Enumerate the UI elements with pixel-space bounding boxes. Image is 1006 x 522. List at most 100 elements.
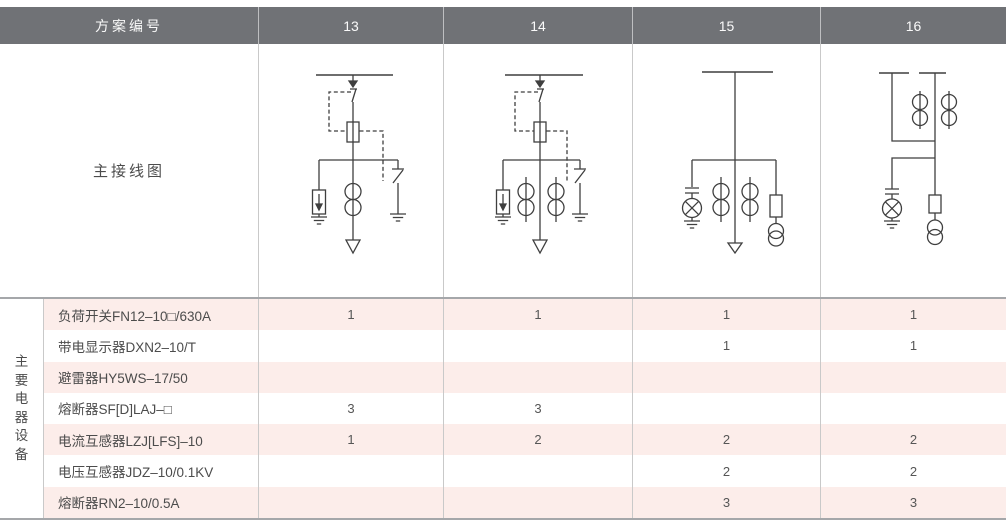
equipment-name: 熔断器RN2–10/0.5A [58, 496, 180, 512]
quantity-cell: 3 [820, 486, 1006, 518]
quantity-cell [820, 361, 1006, 393]
quantity-cell [443, 455, 632, 487]
load-switch-blade [350, 88, 357, 103]
disconnect-arrow-icon [347, 80, 359, 89]
current-transformer [517, 198, 535, 217]
current-transformer [712, 198, 730, 217]
quantity-cell: 2 [820, 424, 1006, 456]
quantity-cell: 1 [632, 330, 820, 362]
quantity-cell: 3 [258, 392, 443, 425]
equipment-name: 电流互感器LZJ[LFS]–10 [58, 433, 203, 449]
outgoing-feeder-arrow [726, 242, 744, 255]
equipment-group-label: 主要电器设备 [0, 299, 44, 518]
fuse-box [533, 121, 547, 143]
quantity-cell: 1 [443, 299, 632, 331]
table-row: 电压互感器JDZ–10/0.1KV 2 2 [44, 455, 1006, 487]
main-wiring-diagram-label: 主接线图 [92, 163, 165, 180]
quantity-cell: 1 [820, 330, 1006, 362]
quantity-cell: 2 [632, 424, 820, 456]
diagram-cell-14 [443, 44, 632, 297]
table-row: 负荷开关FN12–10□/630A 1 1 1 1 [44, 299, 1006, 331]
quantity-cell: 2 [820, 455, 1006, 487]
lamp-cross-icon [884, 201, 900, 216]
quantity-cell: 2 [443, 424, 632, 456]
quantity-cell [632, 361, 820, 393]
quantity-cell: 1 [258, 299, 443, 331]
equipment-name: 负荷开关FN12–10□/630A [58, 308, 211, 324]
current-transformer [547, 198, 565, 217]
ground-symbol [390, 213, 406, 222]
diagram-cell-15 [632, 44, 820, 297]
quantity-cell [258, 330, 443, 362]
header-col-13: 13 [258, 7, 443, 44]
fuse-box [346, 121, 360, 143]
main-wiring-diagram-row: 主接线图 [0, 44, 1006, 297]
quantity-cell [443, 361, 632, 393]
table-row: 避雷器HY5WS–17/50 [44, 361, 1006, 393]
equipment-name: 避雷器HY5WS–17/50 [58, 371, 188, 387]
single-line-diagram-16 [879, 72, 958, 246]
header-col-14: 14 [443, 7, 632, 44]
earthing-switch [392, 160, 404, 214]
current-transformer [911, 109, 929, 127]
diagram-cell-13 [258, 44, 443, 297]
ground-symbol [684, 220, 700, 229]
earthing-switch [574, 160, 586, 214]
diagram-cell-16 [820, 44, 1006, 297]
interlock-dashed-link [328, 91, 384, 181]
header-scheme-number-label: 方案编号 [95, 17, 163, 34]
table-row: 带电显示器DXN2–10/T 1 1 [44, 330, 1006, 362]
single-line-diagram-13 [311, 74, 406, 255]
table-row: 电流互感器LZJ[LFS]–10 1 2 2 2 [44, 424, 1006, 456]
interlock-dashed-link [514, 91, 568, 181]
table-row: 熔断器SF[D]LAJ–□ 3 3 [44, 392, 1006, 425]
quantity-cell [632, 392, 820, 425]
lamp-cross-icon [684, 200, 700, 216]
tie-line [891, 73, 935, 142]
table-header: 方案编号 13 14 15 16 [0, 7, 1006, 44]
fuse-box [769, 194, 783, 218]
equipment-rows: 负荷开关FN12–10□/630A 1 1 1 1 带电显示器DXN2–10/T… [44, 299, 1006, 518]
fuse-box [928, 194, 942, 214]
equipment-group-label-text: 主要电器设备 [14, 354, 29, 462]
ground-symbol [572, 213, 588, 222]
quantity-cell: 1 [632, 299, 820, 331]
quantity-cell: 1 [258, 424, 443, 456]
single-line-diagram-15 [681, 71, 785, 255]
quantity-cell [258, 455, 443, 487]
ground-symbol [311, 216, 327, 225]
quantity-cell [258, 486, 443, 518]
ground-symbol [884, 220, 900, 229]
current-transformer [911, 93, 929, 111]
outgoing-feeder-arrow [531, 239, 549, 255]
single-line-diagram-14 [495, 74, 588, 255]
quantity-cell [258, 361, 443, 393]
capacitor [885, 157, 935, 200]
outgoing-feeder-arrow [344, 239, 362, 255]
voltage-transformer [926, 228, 944, 246]
header-col-15: 15 [632, 7, 820, 44]
quantity-cell: 2 [632, 455, 820, 487]
current-transformer [940, 93, 958, 111]
current-transformer [741, 198, 759, 217]
current-transformer [344, 198, 362, 217]
disconnect-arrow-icon [534, 80, 546, 89]
equipment-name: 电压互感器JDZ–10/0.1KV [58, 465, 214, 481]
table-row: 熔断器RN2–10/0.5A 3 3 [44, 486, 1006, 518]
quantity-cell: 1 [820, 299, 1006, 331]
quantity-cell [820, 392, 1006, 425]
quantity-cell [443, 330, 632, 362]
quantity-cell: 3 [443, 392, 632, 425]
voltage-transformer [767, 222, 785, 240]
equipment-section: 主要电器设备 负荷开关FN12–10□/630A 1 1 1 1 带电显示器DX… [0, 297, 1006, 520]
header-col-16: 16 [820, 7, 1006, 44]
equipment-name: 熔断器SF[D]LAJ–□ [58, 402, 172, 418]
voltage-transformer [926, 219, 944, 236]
quantity-cell: 3 [632, 486, 820, 518]
current-transformer [940, 109, 958, 127]
quantity-cell [443, 486, 632, 518]
load-switch-blade [537, 88, 544, 103]
equipment-name: 带电显示器DXN2–10/T [58, 339, 197, 355]
ground-symbol [495, 216, 511, 225]
